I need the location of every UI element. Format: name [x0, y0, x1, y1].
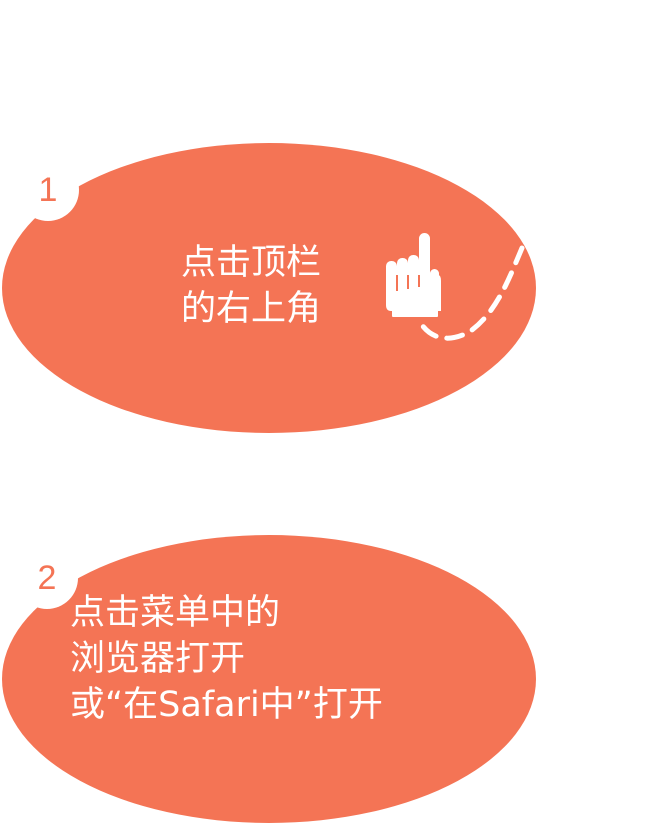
step-2-line-3: 或“在Safari中”打开 [70, 685, 383, 725]
step-1-line-2: 的右上角 [181, 289, 322, 329]
step-2-line-2: 浏览器打开 [70, 639, 246, 679]
step-2-text: 点击菜单中的 浏览器打开 或“在Safari中”打开 [70, 590, 383, 728]
step-2-bubble [2, 535, 536, 823]
step-1-bubble [2, 143, 536, 433]
step-1-text: 点击顶栏 的右上角 [181, 240, 321, 332]
step-2-line-1: 点击菜单中的 [70, 593, 281, 633]
step-2-badge: 2 [16, 547, 78, 609]
step-1-badge: 1 [17, 159, 79, 221]
dashed-arc-indicator [417, 245, 525, 341]
pointing-hand-icon [386, 233, 441, 317]
step-1-line-1: 点击顶栏 [181, 243, 322, 283]
